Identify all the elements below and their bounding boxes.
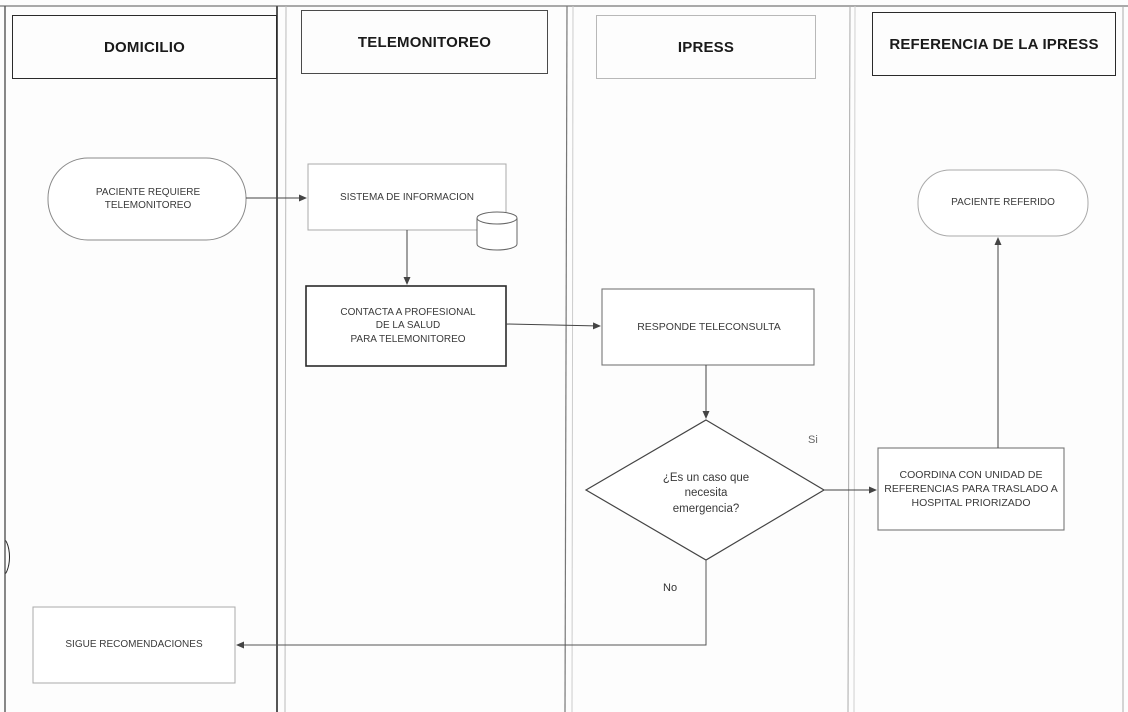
node-paciente-requiere-label: PACIENTE REQUIERE TELEMONITOREO bbox=[95, 186, 201, 212]
lane-header-domicilio: DOMICILIO bbox=[12, 15, 277, 79]
lane-divider-2b bbox=[571, 5, 574, 712]
node-es-emergencia-label: ¿Es un caso que necesita emergencia? bbox=[662, 471, 750, 515]
lane-divider-3 bbox=[847, 5, 851, 712]
edge-decision-no-to-sigue bbox=[236, 560, 707, 649]
node-contacta-profesional-shape bbox=[305, 285, 507, 367]
lane-header-telemonitoreo: TELEMONITOREO bbox=[301, 10, 548, 74]
lane-divider-1b bbox=[284, 5, 287, 712]
lane-divider-3b bbox=[853, 5, 856, 712]
node-sigue-recomendaciones-label: SIGUE RECOMENDACIONES bbox=[65, 639, 203, 651]
node-responde-teleconsulta-label: RESPONDE TELECONSULTA bbox=[637, 320, 781, 333]
edge-label-no: No bbox=[663, 582, 678, 594]
edge-label-si: Si bbox=[808, 434, 818, 446]
edge-contacta-to-responde bbox=[505, 322, 601, 330]
node-paciente-requiere-shape bbox=[47, 157, 247, 241]
node-paciente-referido-label: PACIENTE REFERIDO bbox=[951, 197, 1055, 209]
database-icon bbox=[476, 211, 518, 251]
node-contacta-profesional-label: CONTACTA A PROFESIONAL DE LA SALUD PARA … bbox=[340, 306, 476, 345]
lane-header-referencia: REFERENCIA DE LA IPRESS bbox=[872, 12, 1116, 76]
node-sistema-informacion-label: SISTEMA DE INFORMACION bbox=[340, 192, 474, 204]
node-responde-teleconsulta-shape bbox=[601, 288, 815, 366]
lane-header-ipress: IPRESS bbox=[596, 15, 816, 79]
node-paciente-referido-shape bbox=[917, 169, 1089, 237]
node-coordina-unidad-shape bbox=[877, 447, 1065, 531]
node-coordina-unidad-label: COORDINA CON UNIDAD DE REFERENCIAS PARA … bbox=[884, 468, 1058, 510]
binding-mark bbox=[0, 536, 10, 578]
node-sigue-recomendaciones-shape bbox=[32, 606, 236, 684]
lane-divider-2 bbox=[564, 5, 568, 712]
